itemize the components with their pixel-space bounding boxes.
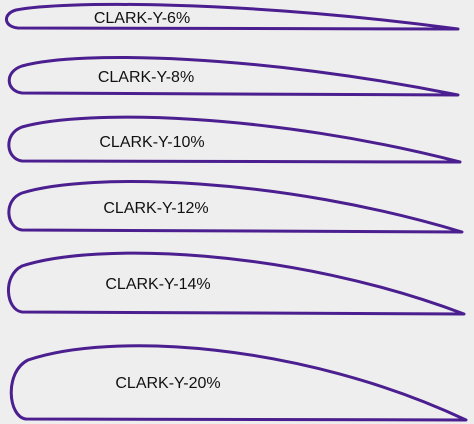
airfoil-label: CLARK-Y-12% [103, 200, 208, 217]
airfoil-outline [5, 2, 460, 31]
airfoil-outline [7, 251, 466, 316]
airfoil-outline [9, 344, 468, 422]
airfoil-outline [7, 115, 462, 164]
airfoil-label: CLARK-Y-6% [94, 10, 190, 27]
airfoil-label: CLARK-Y-10% [99, 134, 204, 151]
airfoil-outline [7, 56, 460, 97]
airfoil-label: CLARK-Y-20% [115, 375, 220, 392]
airfoil-clark-y-8: CLARK-Y-8% [7, 56, 460, 97]
airfoil-clark-y-6: CLARK-Y-6% [5, 2, 460, 31]
airfoil-clark-y-20: CLARK-Y-20% [9, 344, 468, 422]
airfoil-clark-y-14: CLARK-Y-14% [7, 251, 466, 316]
airfoil-label: CLARK-Y-14% [105, 276, 210, 293]
airfoil-label: CLARK-Y-8% [98, 69, 194, 86]
airfoil-clark-y-10: CLARK-Y-10% [7, 115, 462, 164]
airfoil-clark-y-12: CLARK-Y-12% [7, 180, 464, 234]
airfoil-outline [7, 180, 464, 234]
